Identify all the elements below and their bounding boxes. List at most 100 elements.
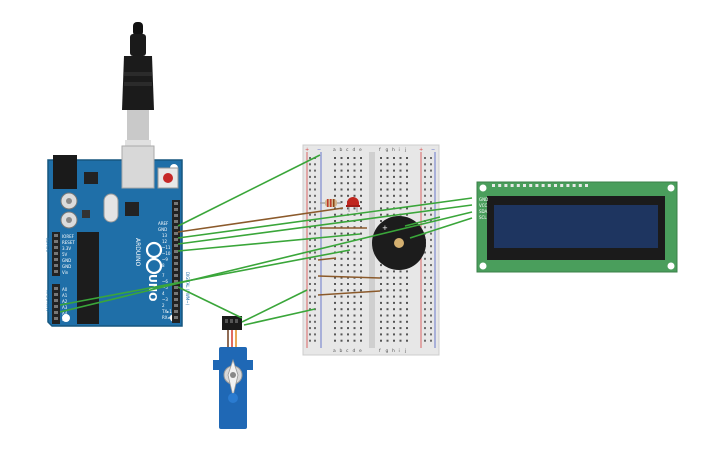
rail-minus-left: − <box>317 147 321 153</box>
power-pin-label: 3.3V <box>62 246 71 251</box>
bb-hole <box>340 182 343 185</box>
bb-hole <box>353 283 356 285</box>
digital-pin-label: 8 <box>162 263 165 268</box>
analog-pin <box>54 317 58 320</box>
bb-hole <box>406 295 408 298</box>
bb-hole <box>399 283 402 285</box>
rail-hole <box>424 264 426 267</box>
bb-hole <box>340 188 343 191</box>
bb-hole <box>360 169 362 172</box>
bb-hole <box>353 301 356 304</box>
bb-hole <box>406 163 408 166</box>
rail-hole <box>430 207 432 210</box>
bb-hole <box>406 314 408 317</box>
bb-hole <box>360 163 362 166</box>
bb-hole <box>353 314 356 317</box>
rail-hole <box>430 333 432 336</box>
lcd-pin-label: SCL <box>479 215 487 220</box>
power-pin-label: GND <box>62 258 71 263</box>
lcd-header-pin <box>560 184 564 187</box>
bb-hole <box>360 270 362 273</box>
bb-hole <box>347 333 349 336</box>
bb-column-label: c <box>346 148 349 153</box>
rail-hole <box>424 320 426 323</box>
bb-hole <box>399 188 402 191</box>
rail-hole <box>430 276 432 279</box>
arduino-uno-board: ARDUINO UNO AREF GND 1312~11~10~987~6~54… <box>46 145 190 327</box>
wire-lcd-scl <box>59 211 473 313</box>
bb-hole <box>334 314 336 317</box>
bb-hole <box>347 339 349 342</box>
bb-column-label: b <box>340 147 343 153</box>
bb-hole <box>386 157 389 159</box>
power-pin <box>54 240 58 243</box>
analog-pin-label: A0 <box>62 287 68 292</box>
analog-pin <box>54 311 58 314</box>
bb-column-label: h <box>392 147 395 153</box>
bb-hole <box>353 188 356 191</box>
bb-hole <box>380 182 382 185</box>
bb-hole <box>399 276 402 279</box>
wire-gnd-rail <box>177 154 321 227</box>
bb-hole <box>334 232 336 235</box>
bb-hole <box>386 207 389 210</box>
wire-bb-jumper-3 <box>317 275 381 279</box>
buzzer-icon: + <box>372 216 426 270</box>
bb-hole <box>380 289 382 292</box>
rail-hole <box>314 238 316 241</box>
bb-hole <box>353 320 356 323</box>
bb-hole <box>406 169 408 172</box>
bb-hole <box>340 295 343 298</box>
power-pin <box>54 264 58 267</box>
bb-hole <box>386 327 389 330</box>
bb-hole <box>353 289 356 292</box>
bb-hole <box>399 169 402 172</box>
power-pin-label: 5V <box>62 252 68 257</box>
power-jack <box>53 155 77 189</box>
power-pin-label: IOREF <box>62 234 75 239</box>
bb-hole <box>406 283 408 285</box>
lcd-pin-label: VCC <box>479 203 488 208</box>
rail-hole <box>314 213 316 216</box>
atmega-chip <box>77 232 99 324</box>
rail-hole <box>424 194 426 197</box>
bb-hole <box>380 188 382 191</box>
reset-button <box>163 173 173 183</box>
analog-pin-label: A4 <box>62 311 68 316</box>
bb-hole <box>386 289 389 292</box>
bb-hole <box>334 270 336 273</box>
bb-hole <box>360 251 362 254</box>
bb-hole <box>347 308 349 311</box>
bb-column-label: e <box>359 148 362 153</box>
rail-hole <box>424 182 426 185</box>
bb-hole <box>399 320 402 323</box>
wire-lcd-scl-bb <box>409 217 473 239</box>
bb-hole <box>360 295 362 298</box>
bb-hole <box>347 251 349 254</box>
bb-hole <box>399 201 402 204</box>
rail-hole <box>314 264 316 267</box>
bb-hole <box>399 289 402 292</box>
bb-hole <box>399 314 402 317</box>
bb-hole <box>360 264 362 267</box>
power-pin <box>54 270 58 273</box>
bb-hole <box>386 188 389 191</box>
bb-hole <box>406 339 408 342</box>
rail-hole <box>314 270 316 273</box>
rail-hole <box>430 163 432 166</box>
bb-hole <box>353 163 356 166</box>
bb-hole <box>334 327 336 330</box>
bb-hole <box>353 207 356 210</box>
rail-minus-right: − <box>431 147 435 153</box>
rail-hole <box>424 270 426 273</box>
bb-hole <box>340 257 343 260</box>
analog-header <box>52 284 60 324</box>
bb-hole <box>360 308 362 311</box>
lcd-header-pin <box>523 184 526 187</box>
bb-hole <box>380 201 382 204</box>
bb-hole <box>360 327 362 330</box>
bb-hole <box>393 157 395 159</box>
rail-hole <box>309 245 311 248</box>
bb-column-label: f <box>379 147 381 153</box>
